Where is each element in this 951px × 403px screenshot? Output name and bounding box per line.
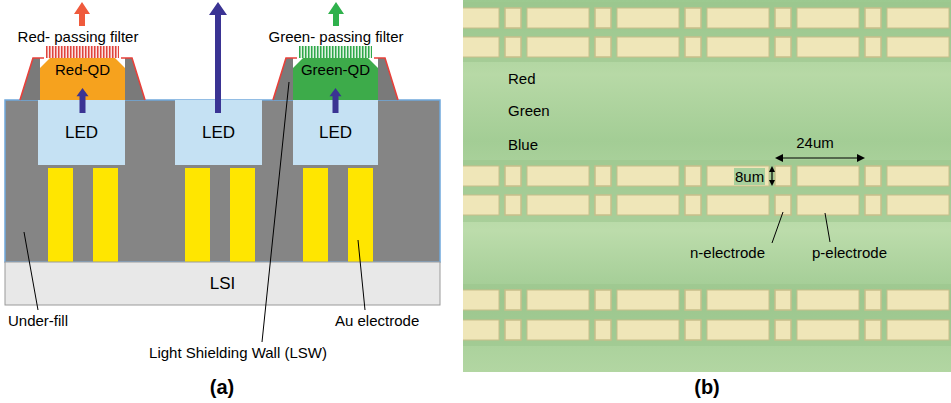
panel-label: (a) <box>210 376 234 399</box>
micrograph <box>463 0 951 372</box>
node-text: Green-QD <box>301 61 370 78</box>
row-label: Blue <box>508 136 538 153</box>
wall-outline <box>20 58 398 100</box>
excitation-arrow <box>77 88 89 113</box>
node-text: LSI <box>210 274 236 294</box>
excitation-arrow <box>330 88 342 113</box>
red-passing-filter <box>46 46 119 58</box>
part-label: n-electrode <box>690 244 765 261</box>
row-label: Green <box>508 102 550 119</box>
part-label: Light Shielding Wall (LSW) <box>149 344 327 361</box>
filter-label: Red- passing filter <box>18 28 139 45</box>
part-label: Under-fill <box>8 312 68 329</box>
part-label: p-electrode <box>812 244 887 261</box>
light-shielding-wall <box>20 58 398 100</box>
dimension-label: 8um <box>734 168 765 185</box>
row-label: Red <box>508 70 536 87</box>
lsi-label-box: LSI <box>5 262 440 305</box>
emission-arrows <box>74 2 344 113</box>
node-text: LED <box>319 123 352 143</box>
node-text: LED <box>202 123 235 143</box>
dimension-arrows <box>769 154 865 186</box>
green-passing-filter <box>299 46 372 58</box>
under-fill-body <box>5 100 440 262</box>
lsi-chip <box>5 262 440 305</box>
dimension-label: 24um <box>796 134 834 151</box>
node-text: Red-QD <box>55 61 110 78</box>
au-electrodes <box>48 168 373 262</box>
leader-lines <box>772 212 830 243</box>
part-label: Au electrode <box>335 312 419 329</box>
panel-label: (b) <box>694 376 720 399</box>
filter-label: Green- passing filter <box>268 28 403 45</box>
node-text: LED <box>65 123 98 143</box>
